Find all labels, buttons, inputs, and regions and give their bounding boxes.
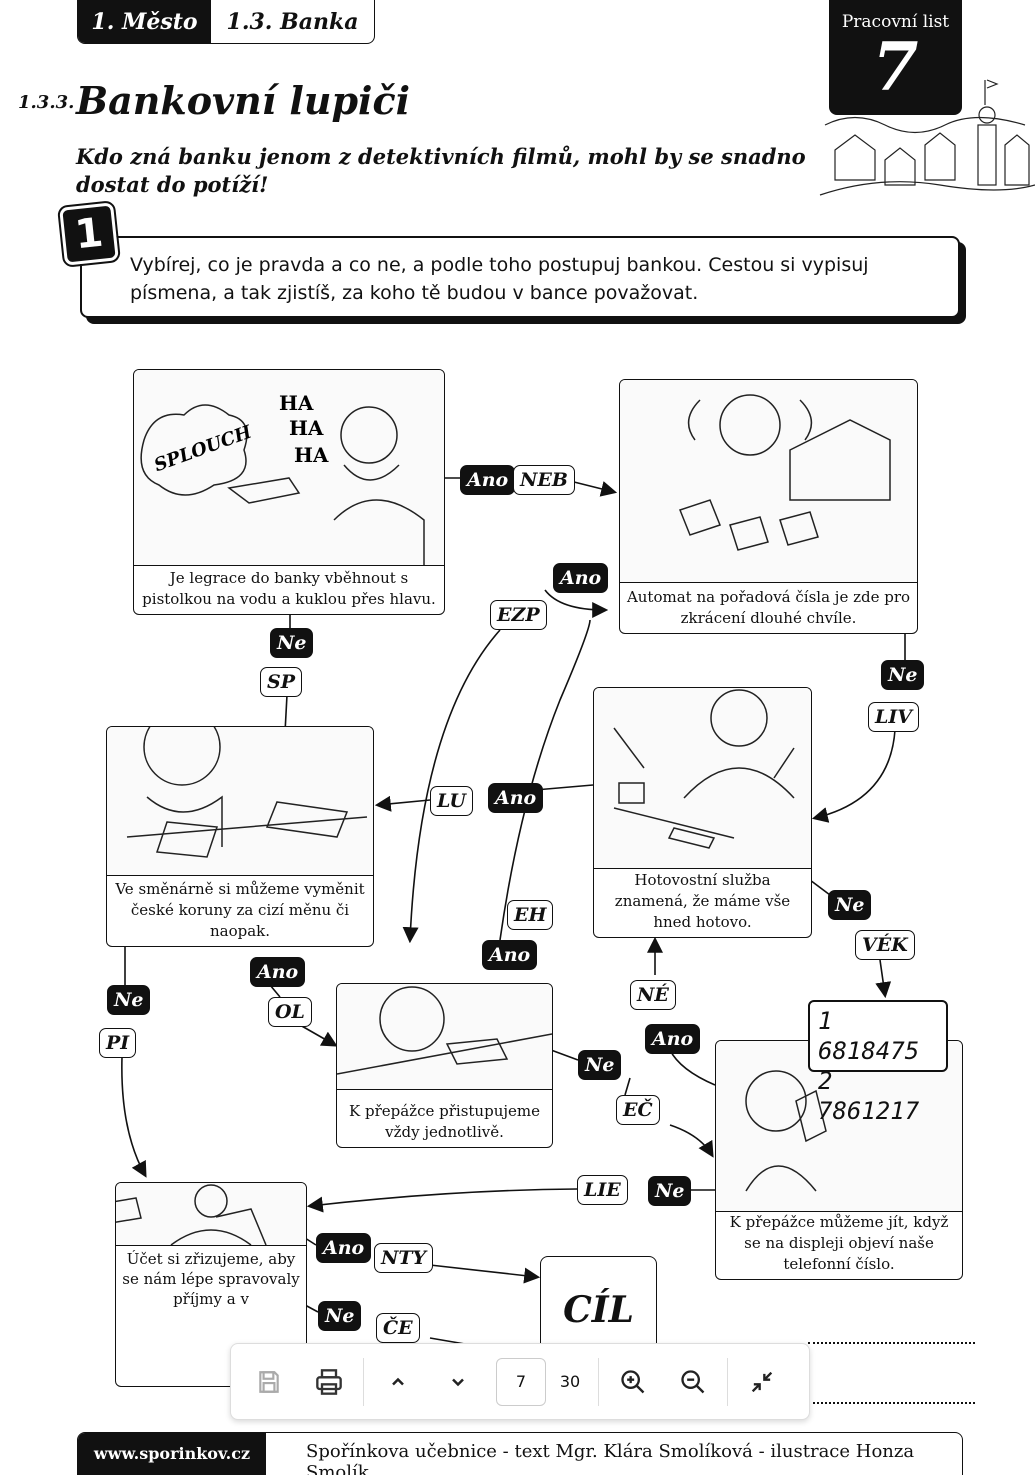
svg-text:HA: HA — [279, 391, 314, 415]
svg-text:SPLOUCH: SPLOUCH — [151, 421, 255, 476]
svg-text:HA: HA — [289, 416, 324, 440]
letters-label: EH — [507, 900, 554, 930]
answer-yes: Ano — [460, 465, 516, 495]
answer-no: Ne — [828, 890, 872, 920]
panel-cash-service: Hotovostní služba znamená, že máme vše h… — [593, 687, 812, 938]
answer-yes: Ano — [482, 940, 538, 970]
zoom-out-button[interactable] — [663, 1357, 723, 1407]
save-button[interactable] — [239, 1357, 299, 1407]
answer-line — [808, 1342, 975, 1344]
tab-section: 1.3. Banka — [226, 8, 359, 35]
panel-queue-machine: Automat na pořadová čísla je zde pro zkr… — [619, 379, 918, 634]
letters-label: EZP — [490, 600, 547, 630]
task-box: Vybírej, co je pravda a co ne, a podle t… — [80, 236, 960, 318]
panel-phone-number: K přepážce můžeme jít, když se na disple… — [715, 1040, 963, 1280]
answer-no: Ne — [270, 628, 314, 658]
answer-no: Ne — [578, 1050, 622, 1080]
town-illustration — [819, 79, 1035, 196]
panel-caption: Ve směnárně si můžeme vyměnit české koru… — [115, 880, 365, 940]
letters-label: EČ — [616, 1095, 660, 1125]
girl-machine-illustration — [620, 380, 917, 583]
display-line: 1 6818475 — [818, 1007, 920, 1065]
letters-label: LU — [430, 786, 473, 816]
number-display: 1 6818475 2 7861217 — [808, 1000, 948, 1125]
lesson-subtitle: Kdo zná banku jenom z detektivních filmů… — [76, 144, 806, 197]
website-link[interactable]: www.sporinkov.cz — [78, 1433, 266, 1475]
letters-label: LIV — [868, 702, 919, 732]
print-icon — [316, 1368, 342, 1395]
exit-fullscreen-icon — [751, 1371, 773, 1392]
total-pages: 30 — [559, 1372, 581, 1391]
display-line: 2 7861217 — [818, 1067, 920, 1125]
chevron-down-icon — [452, 1378, 464, 1386]
panel-caption: Automat na pořadová čísla je zde pro zkr… — [626, 588, 911, 627]
task-text: Vybírej, co je pravda a co ne, a podle t… — [130, 254, 869, 304]
chevron-up-icon — [392, 1377, 404, 1385]
zoom-out-icon — [681, 1369, 705, 1393]
previous-page-button[interactable] — [368, 1357, 428, 1407]
answer-no: Ne — [881, 660, 925, 690]
letters-label: ČE — [376, 1313, 420, 1343]
letters-label: VÉK — [855, 930, 915, 960]
answer-yes: Ano — [250, 957, 306, 987]
answer-yes: Ano — [645, 1024, 701, 1054]
breadcrumb-tabs: 1. Město 1.3. Banka — [77, 0, 375, 44]
letters-label: NÉ — [630, 980, 676, 1010]
footer: www.sporinkov.cz Spořínkova učebnice - t… — [77, 1432, 963, 1475]
worksheet-label: Pracovní list — [841, 12, 950, 32]
zoom-in-button[interactable] — [603, 1357, 663, 1407]
svg-text:HA: HA — [294, 443, 329, 467]
panel-caption: K přepážce můžeme jít, když se na disple… — [729, 1213, 949, 1273]
letters-label: NTY — [374, 1243, 434, 1273]
lesson-number: 1.3.3. — [18, 92, 75, 113]
answer-line — [808, 1402, 975, 1404]
panel-exchange: Ve směnárně si můžeme vyměnit české koru… — [106, 726, 374, 947]
panel-caption: Účet si zřizujeme, aby se nám lépe sprav… — [122, 1250, 300, 1308]
exit-fullscreen-button[interactable] — [732, 1357, 792, 1407]
clerk-illustration — [594, 688, 811, 869]
answer-yes: Ano — [316, 1233, 372, 1263]
page-number-input[interactable]: 7 — [496, 1357, 546, 1406]
next-page-button[interactable] — [428, 1357, 488, 1407]
panel-caption: Je legrace do banky vběhnout s pistolkou… — [142, 569, 436, 608]
footer-credits: Spořínkova učebnice - text Mgr. Klára Sm… — [306, 1441, 915, 1475]
exchange-clerk-illustration — [107, 727, 373, 876]
letters-label: PI — [99, 1028, 137, 1058]
account-illustration — [116, 1183, 306, 1246]
panel-caption: K přepážce přistupujeme vždy jednotlivě. — [349, 1102, 540, 1141]
answer-no: Ne — [107, 985, 151, 1015]
tab-chapter: 1. Město — [78, 0, 211, 43]
panel-caption: Hotovostní služba znamená, že máme vše h… — [614, 871, 791, 931]
worksheet-number: 7 — [872, 28, 919, 106]
pdf-toolbar: 7 30 — [230, 1343, 810, 1420]
lesson-title: Bankovní lupiči — [76, 78, 411, 123]
letters-label: LIE — [577, 1175, 628, 1205]
answer-yes: Ano — [488, 783, 544, 813]
answer-no: Ne — [648, 1176, 692, 1206]
worksheet-badge: Pracovní list 7 — [829, 0, 962, 115]
toolbar-divider — [598, 1357, 599, 1406]
panel-counter-individually: K přepážce přistupujeme vždy jednotlivě. — [336, 983, 553, 1148]
boy-illustration — [337, 984, 552, 1090]
zoom-in-icon — [621, 1369, 645, 1393]
toolbar-divider — [727, 1357, 728, 1406]
letters-label: SP — [260, 667, 303, 697]
answer-yes: Ano — [553, 563, 609, 593]
letters-label: OL — [268, 997, 312, 1027]
print-button[interactable] — [299, 1357, 359, 1407]
save-icon — [259, 1370, 279, 1393]
toolbar-divider — [363, 1357, 364, 1406]
answer-no: Ne — [318, 1301, 362, 1331]
goal-box: CÍL — [540, 1256, 657, 1366]
letters-label: NEB — [513, 465, 575, 495]
